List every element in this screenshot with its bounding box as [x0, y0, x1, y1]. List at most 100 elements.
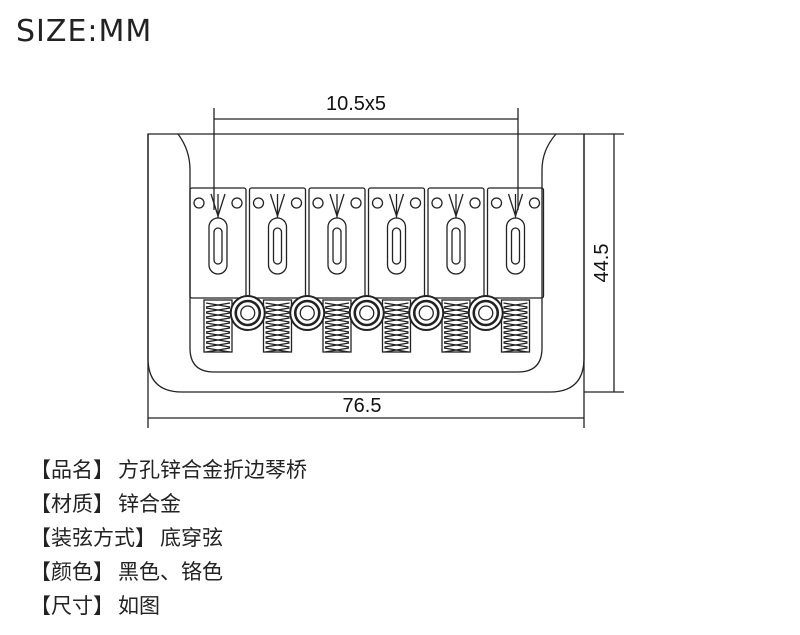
height-dimension-label: 44.5	[591, 244, 613, 283]
spring-coil	[265, 337, 290, 343]
string-hole-inner	[478, 305, 494, 321]
string-hole-ring	[353, 299, 381, 327]
spring-coil	[205, 342, 231, 348]
spring-coil	[503, 312, 528, 318]
spring-coil	[384, 322, 409, 328]
spring-coil	[324, 342, 350, 348]
saddle	[189, 187, 247, 299]
saddle	[486, 187, 545, 299]
spec-list: 【品名】方孔锌合金折边琴桥 【材质】锌合金 【装弦方式】底穿弦 【颜色】黑色、铬…	[30, 452, 307, 622]
bracket-close: 】	[93, 458, 114, 482]
spring-coil	[384, 332, 409, 338]
spring-coil	[265, 307, 290, 313]
spring-coil	[384, 317, 409, 323]
saddle-screw-hole	[469, 197, 481, 209]
spec-label: 颜色	[51, 560, 93, 584]
spring-coil	[205, 332, 231, 338]
spring-coil	[265, 332, 290, 338]
spring-coil	[384, 342, 409, 348]
height-slot-inner	[272, 227, 283, 265]
spring	[500, 299, 531, 353]
height-slot-inner	[391, 227, 402, 265]
saddle-screw-hole	[193, 197, 205, 209]
spec-row-material: 【材质】锌合金	[30, 486, 307, 520]
spring-coil	[324, 322, 350, 328]
size-unit-title: SIZE:MM	[16, 14, 153, 49]
saddle-screw-hole	[490, 197, 503, 209]
spring-coil	[205, 337, 231, 343]
height-slot	[267, 217, 288, 275]
spec-value: 如图	[118, 594, 160, 618]
height-slot	[208, 217, 228, 275]
spring	[203, 299, 233, 353]
string-hole-inner	[240, 305, 256, 321]
spring-coil	[443, 337, 469, 343]
string-hole-inner	[418, 305, 434, 321]
base-plate-outline	[147, 133, 585, 393]
spring	[441, 299, 471, 353]
bracket-open: 【	[30, 526, 51, 550]
saddle-screw-hole	[431, 197, 443, 209]
spec-value: 方孔锌合金折边琴桥	[118, 458, 307, 482]
spec-label: 材质	[51, 492, 93, 516]
saddle	[248, 187, 307, 299]
spring-coil	[443, 327, 469, 333]
spring-coil	[384, 327, 409, 333]
saddle-screw-hole	[528, 197, 541, 209]
spec-value: 锌合金	[118, 492, 181, 516]
bracket-close: 】	[93, 594, 114, 618]
spring-coil	[265, 322, 290, 328]
bracket-close: 】	[93, 560, 114, 584]
spring-coil	[503, 347, 528, 353]
spring-coil	[205, 322, 231, 328]
string-hole-ring	[293, 299, 321, 327]
saddle-screw-hole	[350, 197, 362, 209]
spring-coil	[503, 307, 528, 313]
spring-coil	[324, 307, 350, 313]
spring-coil	[443, 307, 469, 313]
saddle-screw-hole	[371, 197, 384, 209]
spec-value: 底穿弦	[160, 526, 223, 550]
bridge-diagram: 10.5x5 76.5 44.5	[147, 93, 624, 428]
bracket-close: 】	[93, 492, 114, 516]
spec-label: 品名	[51, 458, 93, 482]
saddle	[308, 187, 366, 299]
spring-coil	[205, 347, 231, 353]
string-hole-ring	[412, 299, 440, 327]
spring-coil	[205, 312, 231, 318]
width-dimension-label: 76.5	[343, 395, 382, 417]
spring-coil	[265, 317, 290, 323]
bracket-close: 】	[135, 526, 156, 550]
spring-coil	[265, 302, 290, 308]
spring-coil	[324, 302, 350, 308]
spring-coil	[265, 312, 290, 318]
spring-coil	[324, 347, 350, 353]
spec-label: 装弦方式	[51, 526, 135, 550]
spring-coil	[384, 337, 409, 343]
spring	[322, 299, 352, 353]
spec-row-color: 【颜色】黑色、铬色	[30, 554, 307, 588]
spring-coil	[443, 302, 469, 308]
spring-coil	[265, 347, 290, 353]
spring-coil	[503, 302, 528, 308]
spacing-dimension-label: 10.5x5	[326, 93, 386, 115]
spring-coil	[503, 342, 528, 348]
spring-coil	[443, 322, 469, 328]
spring-coil	[384, 307, 409, 313]
spring-coil	[503, 337, 528, 343]
height-slot	[446, 217, 466, 275]
height-slot-inner	[332, 227, 342, 265]
saddle-screw-hole	[231, 197, 243, 209]
bracket-open: 【	[30, 492, 51, 516]
spring-coil	[443, 347, 469, 353]
saddle-screw-hole	[252, 197, 265, 209]
saddle-screw-hole	[312, 197, 324, 209]
height-slot-inner	[510, 227, 521, 265]
string-hole-inner	[299, 305, 315, 321]
bracket-open: 【	[30, 594, 51, 618]
spring-coil	[324, 312, 350, 318]
height-slot	[505, 217, 526, 275]
base-plate-inner-edge	[177, 133, 557, 373]
spring-coil	[443, 312, 469, 318]
spring-coil	[384, 302, 409, 308]
